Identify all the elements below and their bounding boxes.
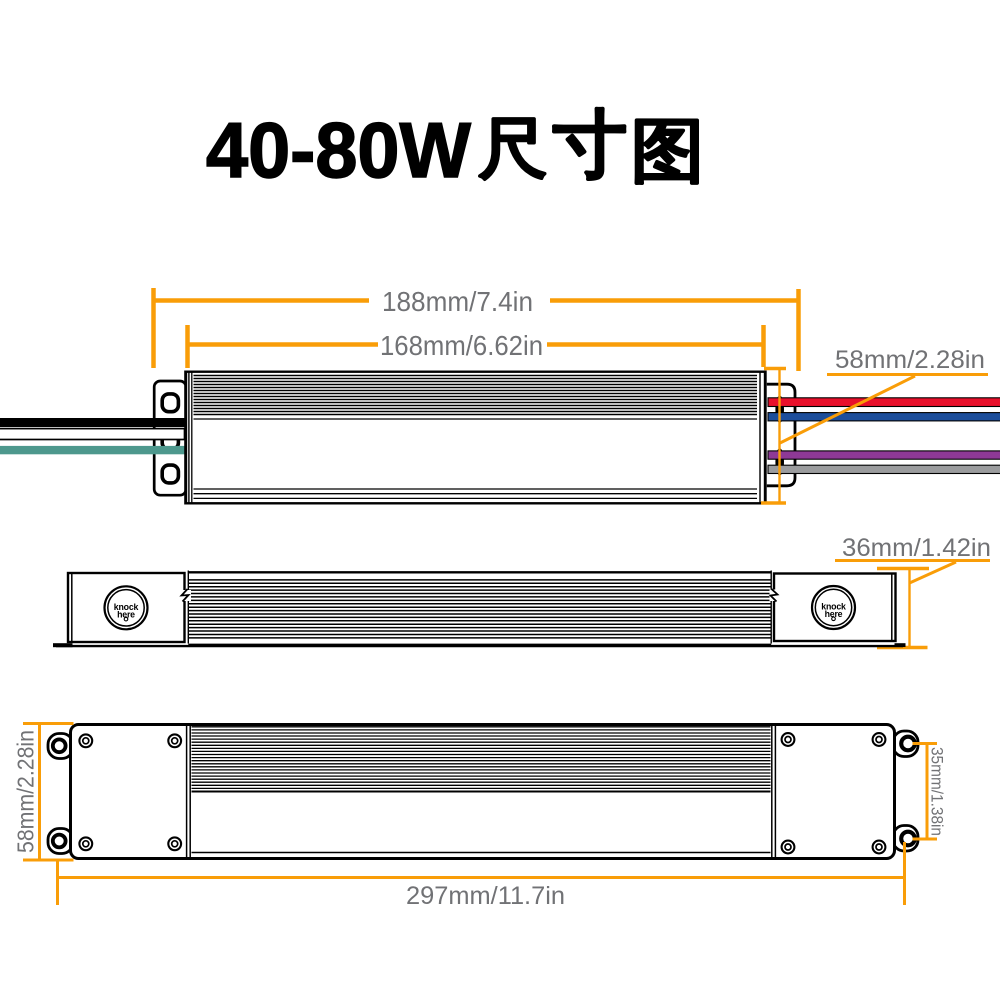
svg-text:knock: knock: [821, 602, 846, 612]
svg-text:here: here: [117, 609, 135, 619]
svg-text:here: here: [825, 609, 843, 619]
svg-text:36mm/1.42in: 36mm/1.42in: [842, 534, 991, 562]
svg-text:knock: knock: [114, 602, 139, 612]
svg-text:35mm/1.38in: 35mm/1.38in: [928, 747, 946, 836]
svg-text:168mm/6.62in: 168mm/6.62in: [380, 330, 543, 361]
svg-text:297mm/11.7in: 297mm/11.7in: [406, 882, 565, 910]
svg-text:188mm/7.4in: 188mm/7.4in: [382, 286, 533, 317]
svg-text:58mm/2.28in: 58mm/2.28in: [835, 346, 985, 374]
svg-text:58mm/2.28in: 58mm/2.28in: [13, 730, 39, 853]
